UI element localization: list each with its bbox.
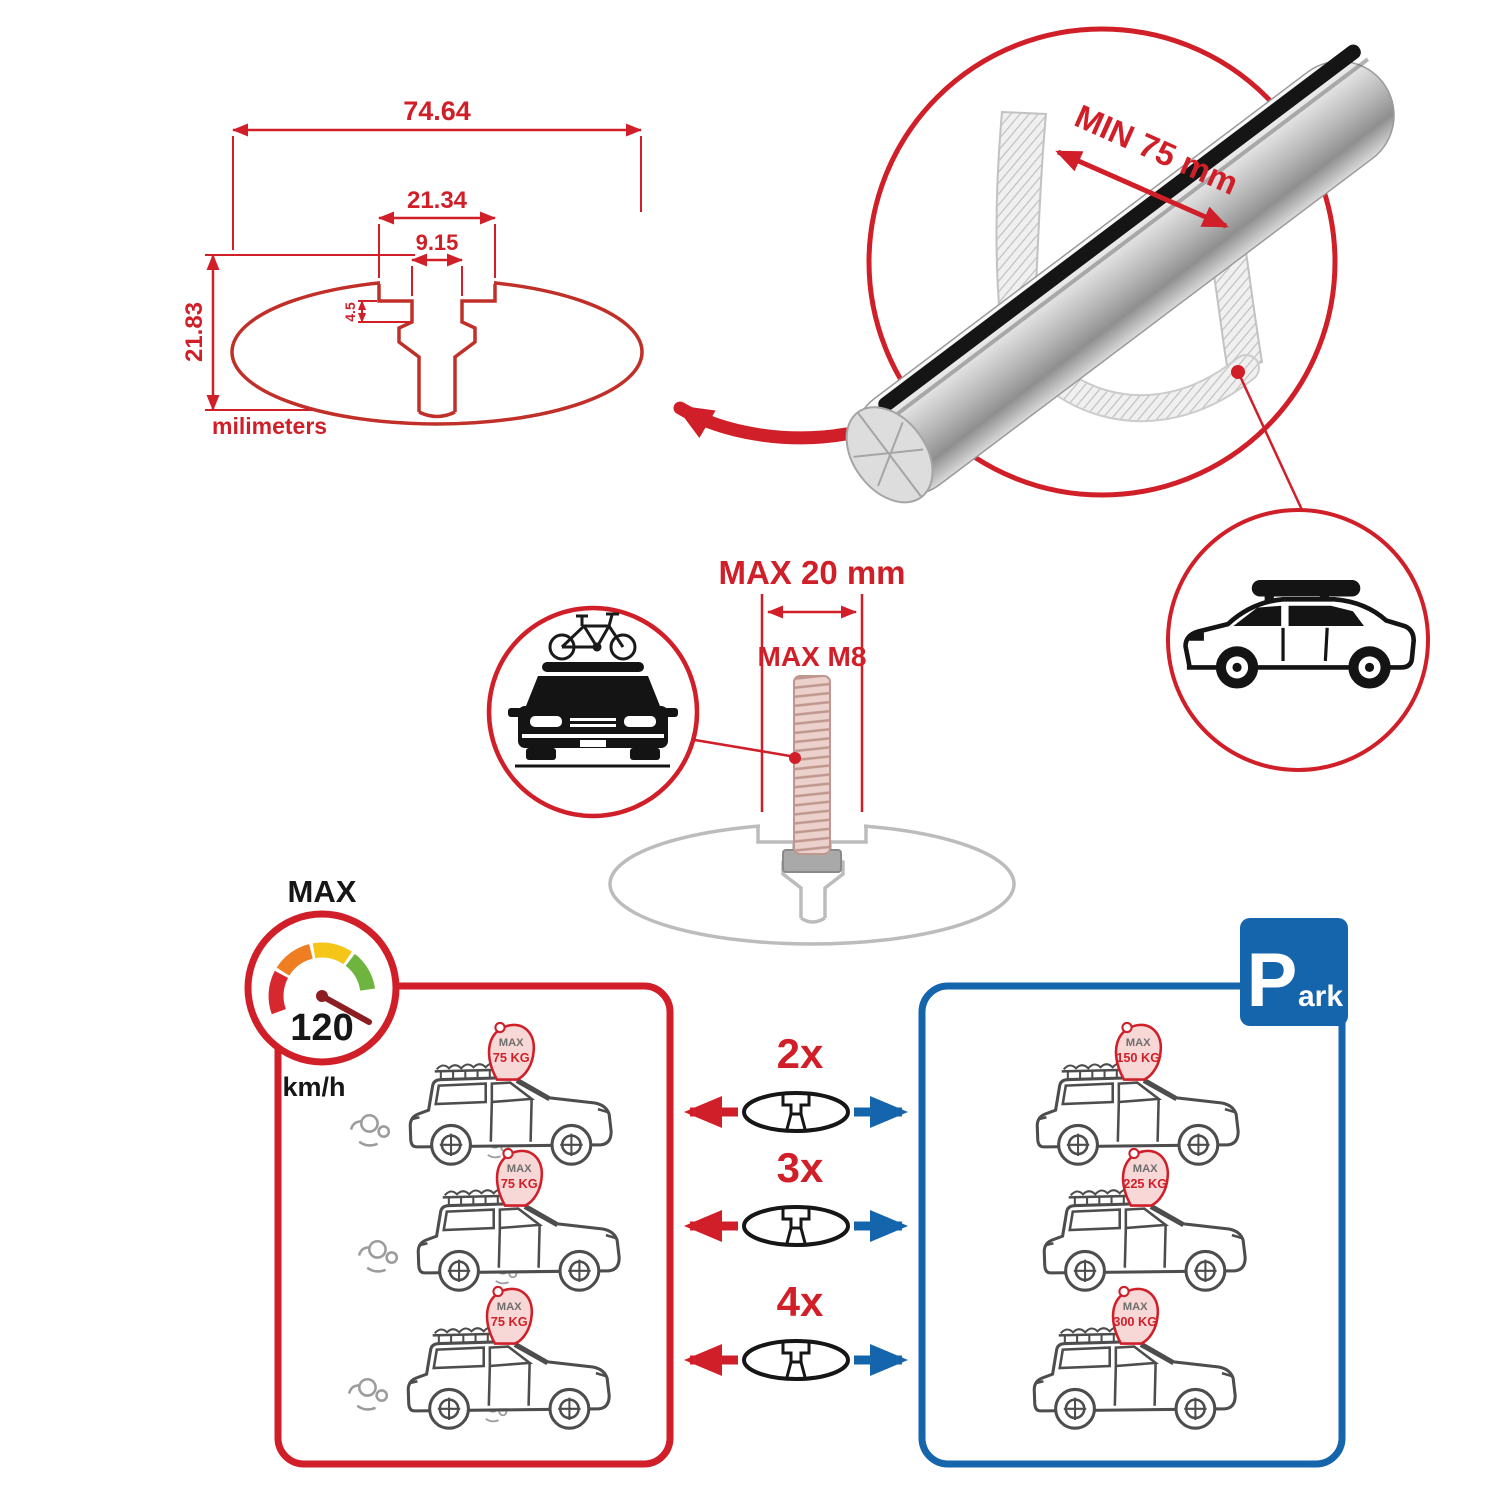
- parked-box: [918, 982, 1346, 1468]
- parking-suffix: ark: [1298, 980, 1343, 1013]
- multiplier-label: 4x: [777, 1278, 824, 1325]
- min-span-arrow: [1055, 149, 1229, 229]
- max-thread-label: MAX M8: [758, 641, 867, 672]
- bolt-detail-section: MAX 20 mm MAX M8: [486, 554, 1016, 946]
- t-slot-channel-profile: [377, 284, 497, 419]
- driving-car-3: MAX 75 KG: [347, 1285, 611, 1430]
- max-width-label: MAX 20 mm: [718, 554, 905, 591]
- parked-car-1: MAX 150 KG: [1035, 1021, 1240, 1166]
- dim-total-width: 74.64: [403, 96, 471, 126]
- crossbar-detail-section: MIN 75 mm: [845, 26, 1430, 772]
- gray-channel-profile: [756, 826, 868, 924]
- pointer-arrow: [673, 401, 853, 445]
- dim-step-depth: 4.5: [342, 302, 358, 322]
- multiplier-row-3x: 3x: [684, 1144, 908, 1247]
- dim-slot-inner: 9.15: [416, 230, 459, 255]
- driving-box: [274, 982, 674, 1468]
- multiplier-row-4x: 4x: [684, 1278, 908, 1381]
- load-max-label: MAX: [497, 1301, 522, 1313]
- load-max-label: MAX: [1126, 1037, 1151, 1049]
- parking-letter: P: [1247, 938, 1298, 1023]
- technical-drawing-section: 74.64 21.34 9.15 4.5 21.83 milimeters: [181, 96, 853, 445]
- parked-car-2: MAX 225 KG: [1042, 1147, 1247, 1292]
- load-value: 300 KG: [1113, 1314, 1157, 1329]
- load-max-label: MAX: [507, 1163, 532, 1175]
- multiplier-label: 2x: [777, 1030, 824, 1077]
- driving-car-2: MAX 75 KG: [357, 1147, 621, 1292]
- load-value: 75 KG: [491, 1314, 528, 1329]
- parked-car-3: MAX 300 KG: [1032, 1285, 1237, 1430]
- bolt-point-dot: [789, 752, 801, 764]
- parking-sign: P ark: [1240, 918, 1348, 1026]
- bolt-connector-line: [694, 738, 791, 758]
- units-label: milimeters: [212, 413, 327, 439]
- load-capacity-section: MAX 120 km/h P ark 2x 3x 4x: [244, 874, 1348, 1468]
- clamp-point-dot: [1231, 365, 1245, 379]
- driving-car-1: MAX 75 KG: [349, 1021, 613, 1166]
- load-value: 225 KG: [1123, 1176, 1167, 1191]
- speed-value: 120: [290, 1007, 353, 1049]
- load-max-label: MAX: [499, 1037, 524, 1049]
- threaded-bolt: [793, 675, 831, 855]
- bar-profile-ellipse: [230, 278, 644, 426]
- detail-circle: [866, 26, 1338, 498]
- load-max-label: MAX: [1133, 1163, 1158, 1175]
- speedometer-icon: MAX 120 km/h: [244, 874, 400, 1102]
- clamp-strap-right: [1210, 250, 1264, 374]
- aluminum-crossbar: [845, 44, 1395, 504]
- dim-slot-outer: 21.34: [407, 187, 468, 214]
- dim-total-height: 21.83: [181, 302, 208, 362]
- load-max-label: MAX: [1123, 1301, 1148, 1313]
- load-value: 75 KG: [501, 1176, 538, 1191]
- load-value: 150 KG: [1116, 1050, 1160, 1065]
- speed-units: km/h: [282, 1072, 345, 1102]
- load-value: 75 KG: [493, 1050, 530, 1065]
- multiplier-label: 3x: [777, 1144, 824, 1191]
- circle-connector-line: [1238, 375, 1304, 511]
- multiplier-row-2x: 2x: [684, 1030, 908, 1133]
- speed-max-label: MAX: [288, 874, 357, 909]
